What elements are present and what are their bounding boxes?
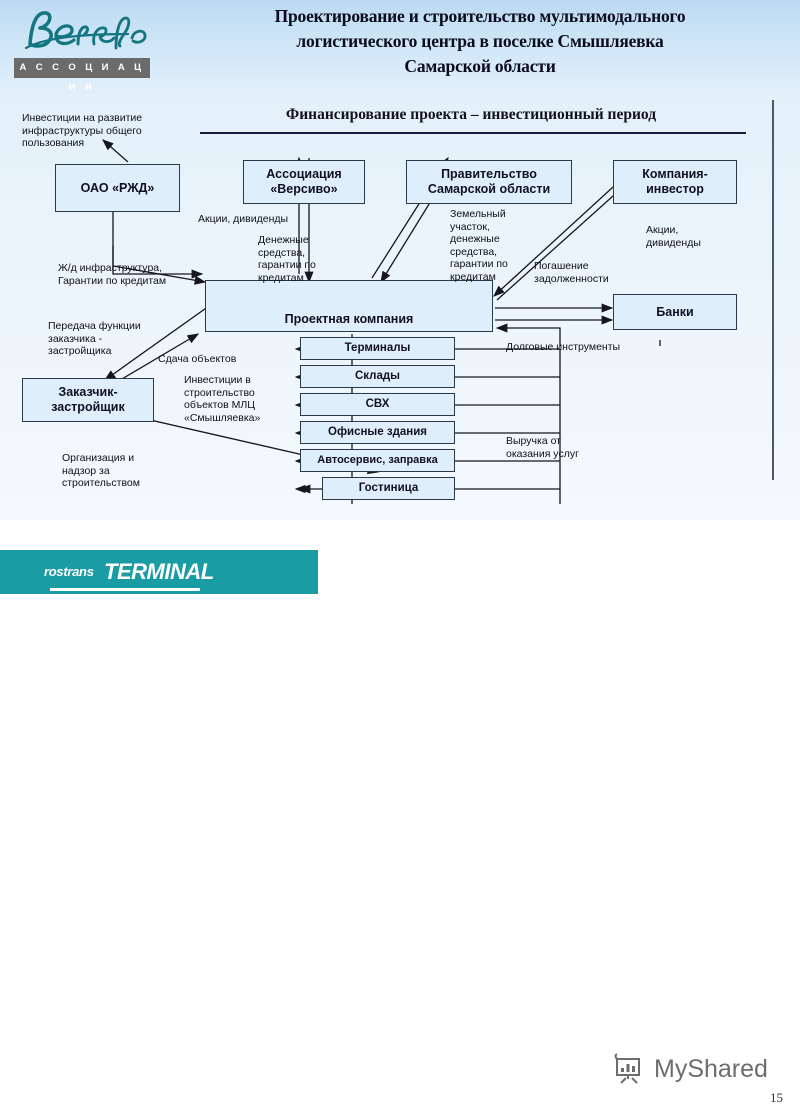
financing-diagram: Финансирование проекта – инвестиционный … bbox=[0, 96, 800, 520]
page-title: Проектирование и строительство мультимод… bbox=[160, 4, 800, 79]
page-number: 15 bbox=[770, 1090, 783, 1105]
label-infra-investment: Инвестиции на развитие инфраструктуры об… bbox=[22, 112, 143, 149]
box-association-versivo[interactable]: Ассоциация «Версиво» bbox=[243, 160, 365, 204]
slide-footer: rostrans TERMINAL MyShared 15 bbox=[0, 520, 800, 1105]
box-developer[interactable]: Заказчик- застройщик bbox=[22, 378, 154, 422]
terminal-wordmark: TERMINAL bbox=[104, 559, 214, 584]
versivo-logo: А С С О Ц И А Ц И Я bbox=[8, 4, 156, 93]
box-asset-offices[interactable]: Офисные здания bbox=[300, 421, 455, 444]
box-asset-terminals[interactable]: Терминалы bbox=[300, 337, 455, 360]
box-banks[interactable]: Банки bbox=[613, 294, 737, 330]
label-rail-infra: Ж/д инфраструктура, Гарантии по кредитам bbox=[58, 262, 167, 287]
diagram-heading: Финансирование проекта – инвестиционный … bbox=[285, 106, 657, 123]
title-line-3: Самарской области bbox=[404, 56, 556, 76]
label-debt-instruments: Долговые инструменты bbox=[506, 341, 621, 353]
label-cash-guarantees: Денежные средства, гарантии по кредитам bbox=[258, 234, 316, 284]
box-government-samara[interactable]: Правительство Самарской области bbox=[406, 160, 572, 204]
box-investor-company[interactable]: Компания- инвестор bbox=[613, 160, 737, 204]
slide-header: А С С О Ц И А Ц И Я Проектирование и стр… bbox=[0, 0, 800, 96]
myshared-label: MyShared bbox=[654, 1054, 768, 1083]
box-project-company[interactable]: Проектная компания bbox=[205, 280, 493, 332]
myshared-watermark: MyShared bbox=[612, 1052, 768, 1086]
box-asset-service-station[interactable]: Автосервис, заправка bbox=[300, 449, 455, 472]
label-supervision: Организация и надзор за строительством bbox=[62, 452, 140, 489]
label-debt-repayment: Погашение задолженности bbox=[534, 260, 609, 285]
label-object-delivery: Сдача объектов bbox=[158, 353, 237, 365]
box-asset-hotel[interactable]: Гостиница bbox=[322, 477, 455, 500]
label-land-cash-guarantees: Земельный участок, денежные средства, га… bbox=[450, 208, 508, 283]
versivo-association-label: А С С О Ц И А Ц И Я bbox=[14, 58, 150, 93]
heading-underline bbox=[200, 132, 746, 134]
box-asset-svh[interactable]: СВХ bbox=[300, 393, 455, 416]
label-customer-function: Передача функции заказчика - застройщика bbox=[48, 320, 141, 357]
title-line-1: Проектирование и строительство мультимод… bbox=[274, 6, 686, 26]
rostrans-wordmark: rostrans bbox=[44, 564, 94, 579]
right-vertical-rule bbox=[772, 100, 774, 480]
presentation-chart-icon bbox=[614, 1053, 640, 1084]
versivo-script-logo bbox=[24, 11, 147, 50]
label-service-revenue: Выручка от оказания услуг bbox=[506, 435, 579, 460]
title-line-2: логистического центра в поселке Смышляев… bbox=[296, 31, 664, 51]
box-asset-warehouses[interactable]: Склады bbox=[300, 365, 455, 388]
rostrans-logo-dash-top bbox=[50, 588, 200, 591]
label-construction-investment: Инвестиции в строительство объектов МЛЦ … bbox=[184, 374, 261, 424]
label-shares-dividends-left: Акции, дивиденды bbox=[198, 213, 289, 225]
box-rzd[interactable]: ОАО «РЖД» bbox=[55, 164, 180, 212]
rostrans-logo-dash-bottom bbox=[228, 608, 276, 613]
rostrans-terminal-logo: rostrans TERMINAL bbox=[0, 550, 318, 613]
label-shares-dividends-right: Акции, дивиденды bbox=[646, 224, 701, 249]
